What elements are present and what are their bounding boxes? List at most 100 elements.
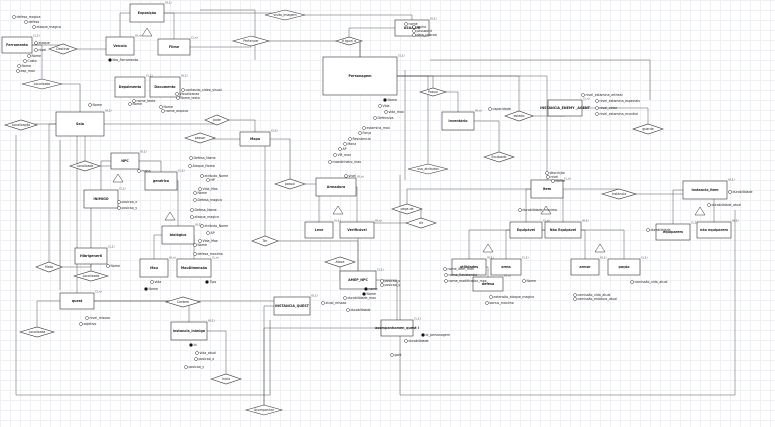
- attribute[interactable]: password: [412, 29, 432, 33]
- attribute[interactable]: Vida_Max: [198, 187, 218, 191]
- attribute[interactable]: Nome: [159, 105, 173, 109]
- attribute[interactable]: Mana: [343, 142, 357, 146]
- key-attribute[interactable]: Nro_Ferramenta: [108, 58, 139, 62]
- key-attribute[interactable]: nome: [364, 287, 378, 291]
- attribute[interactable]: nome_texto: [132, 99, 156, 103]
- entity-leve[interactable]: Leve: [304, 221, 334, 239]
- attribute[interactable]: data_criacao: [412, 33, 437, 37]
- attribute[interactable]: Defensiva: [373, 116, 394, 120]
- relationship-tem_personagem[interactable]: é tguel a: [334, 36, 364, 46]
- relationship-possui[interactable]: Possui: [418, 87, 448, 97]
- attribute[interactable]: nivel_missao: [85, 316, 110, 320]
- relationship-localizada[interactable]: Localizada: [69, 160, 101, 172]
- attribute[interactable]: Vida: [378, 104, 390, 108]
- entity-filme[interactable]: Filme: [157, 38, 191, 56]
- attribute[interactable]: vida_max: [384, 110, 404, 114]
- attribute[interactable]: durabilidade_maxima: [518, 208, 557, 212]
- entity-equipavel[interactable]: Equipável: [509, 221, 543, 239]
- attribute[interactable]: Nome: [17, 64, 31, 68]
- key-attribute[interactable]: Nome: [362, 292, 376, 296]
- attribute[interactable]: vivel: [344, 174, 357, 178]
- entity-depoimento[interactable]: Depoimento: [114, 76, 146, 98]
- entity-arma[interactable]: arma: [490, 258, 522, 276]
- attribute[interactable]: Força: [358, 131, 372, 135]
- attribute[interactable]: Defesa_magica: [193, 198, 222, 202]
- attribute[interactable]: exp_max: [16, 69, 35, 73]
- attribute[interactable]: Visualizacao: [175, 92, 200, 96]
- entity-verificavel[interactable]: Verificável: [339, 221, 375, 239]
- attribute[interactable]: posicao_x: [194, 357, 215, 361]
- attribute[interactable]: atributo_Nome: [200, 174, 229, 178]
- attribute[interactable]: Nome: [193, 243, 207, 247]
- key-attribute[interactable]: id_personagem: [421, 333, 450, 337]
- attribute[interactable]: senha: [412, 25, 427, 29]
- attribute[interactable]: durabilidade: [404, 339, 429, 343]
- attribute[interactable]: Resistencia: [348, 137, 371, 141]
- attribute[interactable]: defesa_magica: [12, 15, 41, 19]
- relationship-localizacao[interactable]: Localização: [3, 119, 39, 131]
- entity-nao_equiparem[interactable]: não equiparem: [696, 221, 732, 239]
- attribute[interactable]: Nome: [88, 103, 102, 107]
- attribute[interactable]: Nome_texto: [176, 96, 200, 100]
- attribute[interactable]: AP: [338, 147, 347, 151]
- entity-npc[interactable]: NPC: [110, 152, 140, 170]
- attribute[interactable]: durabilidade: [646, 228, 671, 232]
- attribute[interactable]: durabilidade: [728, 190, 753, 194]
- relationship-guarda[interactable]: guarda: [632, 123, 664, 135]
- attribute[interactable]: posicao_y: [380, 283, 401, 287]
- attribute[interactable]: posicao_x: [380, 279, 401, 283]
- key-attribute[interactable]: Nome: [144, 287, 158, 291]
- attribute[interactable]: estamina_max: [362, 126, 390, 130]
- attribute[interactable]: atributo_Nome: [200, 224, 229, 228]
- attribute[interactable]: Nome: [193, 191, 207, 195]
- relationship-pertencer[interactable]: Pertencer: [231, 35, 271, 47]
- relationship-dir[interactable]: dir: [405, 217, 437, 229]
- attribute[interactable]: Custo: [23, 59, 37, 63]
- entity-mapa[interactable]: Mapa: [239, 131, 271, 147]
- attribute[interactable]: moedinheiro_max: [328, 160, 362, 164]
- entity-pocao[interactable]: poção: [607, 258, 641, 276]
- entity-sala[interactable]: Sala: [55, 111, 105, 137]
- attribute[interactable]: nivel: [34, 48, 47, 52]
- relationship-equipado[interactable]: Equipado: [483, 151, 515, 163]
- attribute[interactable]: objetivo: [79, 322, 97, 326]
- entity-armadura[interactable]: Armadura: [315, 177, 357, 197]
- attribute[interactable]: ataque_magico: [32, 25, 61, 29]
- key-attribute[interactable]: Nome: [383, 98, 397, 102]
- entity-exposicao[interactable]: Exposição: [129, 3, 165, 23]
- attribute[interactable]: descrição: [545, 171, 565, 175]
- entity-veiculo[interactable]: Veículo: [105, 36, 135, 56]
- attribute[interactable]: nivel_estamina_artheal: [581, 93, 623, 97]
- entity-item[interactable]: Item: [530, 179, 564, 199]
- relationship-destinar[interactable]: Destinar: [48, 43, 78, 55]
- entity-ameaca[interactable]: AMEP_NPC: [339, 270, 377, 290]
- relationship-pode[interactable]: pode: [204, 114, 230, 126]
- attribute[interactable]: Ataque_Nome: [188, 164, 215, 168]
- entity-instancia_inimigo[interactable]: instancia_inimigo: [170, 321, 208, 341]
- attribute[interactable]: nivel_estamina_mundial: [595, 112, 639, 116]
- attribute[interactable]: nome_Resistencia: [444, 273, 478, 277]
- entity-armor[interactable]: armor: [570, 258, 600, 276]
- attribute[interactable]: nome: [404, 22, 418, 26]
- attribute[interactable]: nivel_estamina_especiais: [595, 99, 641, 103]
- relationship-localizado1[interactable]: Localizado: [21, 78, 63, 90]
- relationship-localizada2[interactable]: Localizada: [72, 270, 110, 282]
- relationship-usa_atributos[interactable]: usa_atributos: [407, 163, 449, 175]
- relationship-passar[interactable]: passar: [184, 132, 216, 144]
- attribute[interactable]: nome_modificador_max: [444, 279, 487, 283]
- attribute[interactable]: nível: [546, 175, 559, 179]
- relationship-acompanhar[interactable]: Acompanhar: [244, 404, 284, 416]
- relationship-visita[interactable]: visita_imagem: [264, 9, 306, 21]
- attribute[interactable]: AP: [206, 231, 215, 235]
- attribute[interactable]: atual_missao: [321, 301, 347, 305]
- attribute[interactable]: posicao_y: [184, 365, 205, 369]
- attribute[interactable]: conteudo_video_visual: [181, 88, 222, 92]
- relationship-ter[interactable]: Ter: [251, 235, 279, 247]
- entity-instancia_enemy[interactable]: INSTANCIA_ENEMY _AGENT: [540, 99, 591, 117]
- relationship-pega_de[interactable]: pega de: [391, 203, 423, 215]
- attribute[interactable]: posicao_x: [117, 200, 138, 204]
- key-attribute[interactable]: Id: [189, 343, 197, 347]
- entity-instancia_quest[interactable]: INSTANCIA_QUEST: [273, 296, 311, 316]
- attribute[interactable]: mana: [137, 169, 151, 173]
- entity-quest[interactable]: quest: [59, 292, 95, 310]
